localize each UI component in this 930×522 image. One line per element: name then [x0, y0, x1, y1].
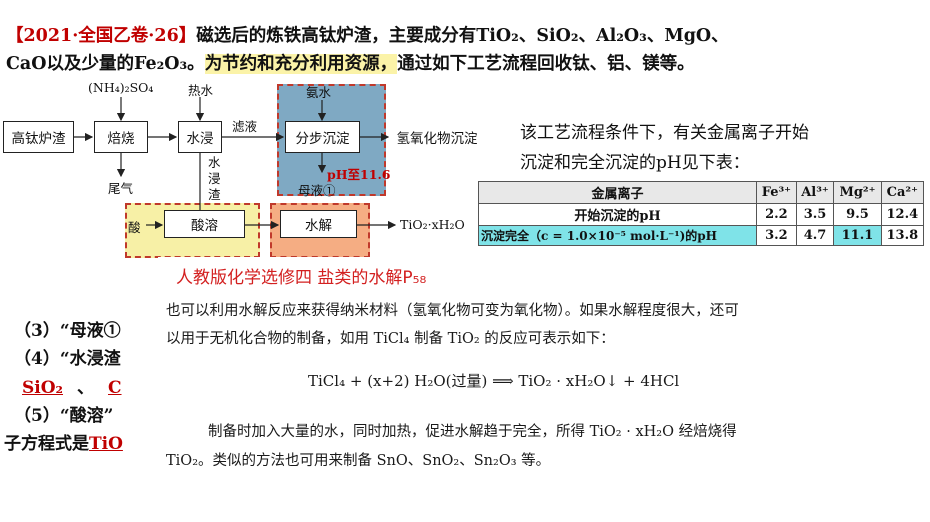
- ph-table: 金属离子 Fe³⁺ Al³⁺ Mg²⁺ Ca²⁺ 开始沉淀的pH 2.2 3.5…: [477, 181, 925, 246]
- question-5-text: 子方程式是: [4, 434, 89, 454]
- textbook-para-4: TiO₂。类似的方法也可用来制备 SnO、SnO₂、Sn₂O₃ 等。: [166, 453, 551, 469]
- reagent-ammonia: 氨水: [306, 85, 332, 100]
- table-cell-highlighted: 11.1: [833, 225, 882, 246]
- textbook-para-3: 制备时加入大量的水，同时加热，促进水解趋于完全，所得 TiO₂ · xH₂O 经…: [208, 424, 737, 440]
- table-header-cell: Mg²⁺: [833, 181, 882, 204]
- table-header-cell: Al³⁺: [795, 181, 835, 204]
- intro-text-3: 通过如下工艺流程回收钛、铝、镁等。: [397, 54, 695, 74]
- table-header-cell: Fe³⁺: [756, 181, 797, 204]
- table-header-cell: Ca²⁺: [880, 181, 925, 204]
- table-row: 沉淀完全（c = 1.0×10⁻⁵ mol·L⁻¹)的pH 3.2 4.7 11…: [477, 225, 925, 246]
- table-cell: 13.8: [880, 225, 925, 246]
- tail-gas-label: 尾气: [108, 181, 134, 196]
- table-cell: 沉淀完全（c = 1.0×10⁻⁵ mol·L⁻¹)的pH: [477, 225, 758, 246]
- textbook-excerpt: 人教版化学选修四 盐类的水解P₅₈ 也可以利用水解反应来获得纳米材料（氢氧化物可…: [158, 257, 930, 522]
- node-hydrolysis: 水解: [280, 210, 357, 238]
- node-stepwise-precipitation: 分步沉淀: [285, 121, 360, 153]
- intro-text-1: 磁选后的炼铁高钛炉渣，主要成分有TiO₂、SiO₂、Al₂O₃、MgO、: [196, 26, 729, 46]
- table-cell: 9.5: [833, 203, 882, 226]
- product-label: TiO₂·xH₂O: [400, 217, 465, 232]
- textbook-para-2: 以用于无机化合物的制备，如用 TiCl₄ 制备 TiO₂ 的反应可表示如下：: [166, 331, 615, 347]
- table-header-row: 金属离子 Fe³⁺ Al³⁺ Mg²⁺ Ca²⁺: [477, 181, 925, 204]
- filtrate-label: 滤液: [232, 119, 258, 134]
- textbook-equation: TiCl₄ + (x+2) H₂O(过量) ⟹ TiO₂ · xH₂O↓ + 4…: [308, 372, 680, 390]
- textbook-title: 人教版化学选修四 盐类的水解P₅₈: [176, 268, 427, 288]
- reagent-hot-water: 热水: [188, 83, 214, 98]
- ph-table-intro-line2: 沉淀和完全沉淀的pH见下表：: [520, 153, 750, 173]
- ph-table-intro-line1: 该工艺流程条件下，有关金属离子开始: [520, 123, 809, 143]
- table-cell: 4.7: [795, 225, 835, 246]
- table-row: 开始沉淀的pH 2.2 3.5 9.5 12.4: [477, 203, 925, 226]
- table-cell: 3.5: [795, 203, 835, 226]
- mother-liquor-label: 母液①: [298, 183, 336, 198]
- question-4-answer: SiO₂ 、 C: [8, 373, 122, 398]
- problem-intro: 【2021·全国乙卷·26】磁选后的炼铁高钛炉渣，主要成分有TiO₂、SiO₂、…: [6, 22, 926, 78]
- intro-highlight: 为节约和充分利用资源，: [204, 54, 398, 74]
- question-4: （4）“水浸渣: [14, 349, 121, 369]
- answer-tio: TiO: [89, 434, 123, 454]
- question-3: （3）“母液①: [14, 321, 121, 341]
- question-5-line2: 子方程式是TiO: [4, 429, 123, 454]
- table-cell: 开始沉淀的pH: [477, 203, 758, 226]
- ph-table-intro: 该工艺流程条件下，有关金属离子开始 沉淀和完全沉淀的pH见下表：: [520, 118, 920, 178]
- answer-sio2: SiO₂: [22, 378, 63, 398]
- acid-label: 酸: [128, 220, 141, 235]
- node-acid-dissolve: 酸溶: [164, 210, 245, 238]
- textbook-para-1: 也可以利用水解反应来获得纳米材料（氢氧化物可变为氧化物）。如果水解程度很大，还可: [166, 303, 739, 319]
- problem-tag: 【2021·全国乙卷·26】: [6, 26, 197, 46]
- leach-residue-label: 水浸渣: [208, 155, 221, 202]
- table-cell: 2.2: [756, 203, 797, 226]
- table-cell: 12.4: [880, 203, 925, 226]
- node-slag: 高钛炉渣: [3, 121, 74, 153]
- answer-separator: 、: [77, 378, 94, 398]
- node-water-leach: 水浸: [178, 121, 222, 153]
- node-roast: 焙烧: [94, 121, 148, 153]
- ph-label: pH至11.6: [327, 167, 391, 182]
- answer-c: C: [108, 378, 122, 398]
- node-hydroxide-precipitate: 氢氧化物沉淀: [390, 121, 484, 153]
- question-5: （5）“酸溶”: [14, 406, 114, 426]
- reagent-ammonium-sulfate: (NH₄)₂SO₄: [88, 80, 154, 95]
- table-cell: 3.2: [756, 225, 797, 246]
- table-header-cell: 金属离子: [477, 181, 758, 204]
- intro-text-2: CaO以及少量的Fe₂O₃。: [6, 54, 205, 74]
